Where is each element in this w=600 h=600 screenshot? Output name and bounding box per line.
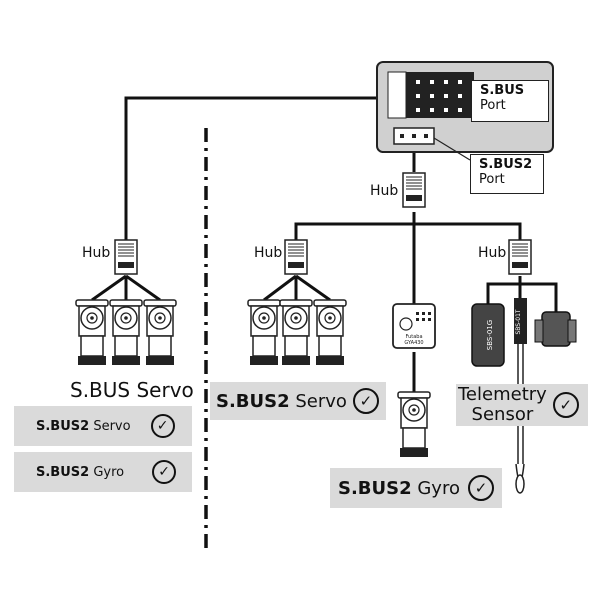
check-circle-icon: ✓: [152, 460, 177, 484]
sbus2-servos: [247, 299, 347, 366]
hub-sbus2-main: [402, 172, 426, 208]
sbus-servos: [75, 299, 177, 366]
badge-text: S.BUS2 Gyro: [338, 477, 460, 499]
hub-telemetry: [508, 239, 532, 275]
svg-text:Futaba: Futaba: [405, 334, 422, 340]
gyro-unit: Futaba GYA430: [392, 303, 436, 349]
sbus2-port-title: S.BUS2: [479, 157, 533, 172]
telemetry-sensor-badge: Telemetry Sensor ✓: [456, 384, 588, 426]
badge-text: S.BUS2 Servo: [36, 418, 131, 434]
hub-label-main: Hub: [370, 183, 399, 199]
sbus2-port-subtitle: Port: [479, 172, 505, 187]
sbus-servo-title: S.BUS Servo: [70, 378, 194, 402]
sbus2-gyro-badge: S.BUS2 Gyro ✓: [330, 468, 502, 508]
sbus2-gyro-badge-left: S.BUS2 Gyro ✓: [14, 452, 192, 492]
sbus-port-title: S.BUS: [480, 83, 525, 98]
svg-text:SBS-01T: SBS-01T: [515, 309, 522, 334]
sbus2-port-label: S.BUS2 Port: [470, 154, 544, 194]
sbus2-servo-badge: S.BUS2 Servo ✓: [210, 382, 386, 420]
svg-text:GYA430: GYA430: [404, 340, 423, 346]
hub-sbus2-servo: [284, 239, 308, 275]
sbus-port-label: S.BUS Port: [471, 80, 549, 122]
badge-text: S.BUS2 Servo: [216, 390, 347, 412]
rpm-sensor: [534, 311, 577, 347]
hub-sbus: [114, 239, 138, 275]
hub-label-telemetry: Hub: [478, 245, 507, 261]
badge-text: Telemetry Sensor: [458, 384, 547, 425]
check-circle-icon: ✓: [150, 414, 175, 438]
gps-sensor: SBS-01G: [471, 303, 505, 367]
svg-text:SBS-01G: SBS-01G: [486, 320, 494, 350]
check-circle-icon: ✓: [467, 475, 494, 501]
sbus-port-subtitle: Port: [480, 98, 506, 113]
check-circle-icon: ✓: [352, 388, 379, 414]
hub-label-sbus2-servo: Hub: [254, 245, 283, 261]
check-circle-icon: ✓: [552, 392, 579, 418]
sbus2-servo-badge-left: S.BUS2 Servo ✓: [14, 406, 192, 446]
badge-text: S.BUS2 Gyro: [36, 464, 125, 480]
cables: [91, 96, 558, 392]
hub-label-sbus: Hub: [82, 245, 111, 261]
gyro-servo: [397, 391, 431, 458]
